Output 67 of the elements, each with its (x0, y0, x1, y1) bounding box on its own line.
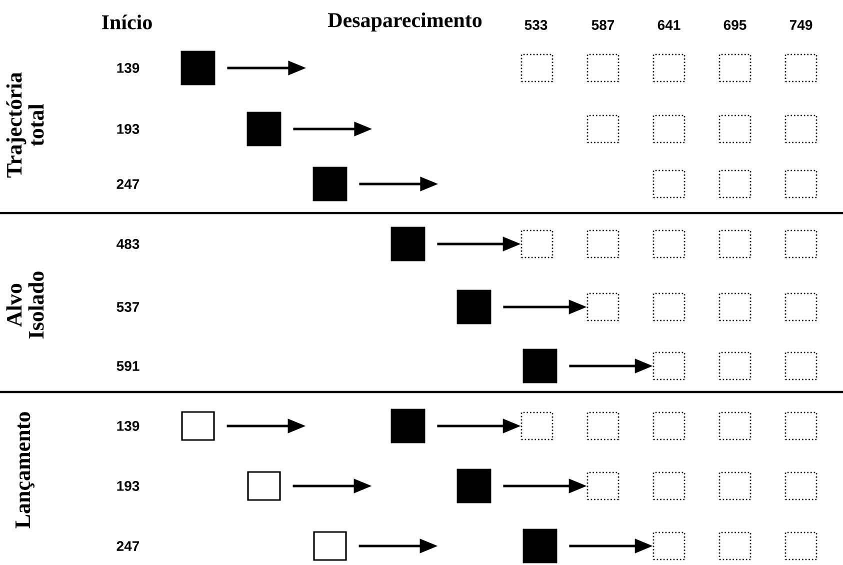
row-number: 139 (117, 63, 140, 73)
dotted-square (652, 532, 686, 560)
dotted-square (586, 54, 620, 82)
filled-square (312, 166, 348, 202)
dotted-square (586, 292, 620, 322)
dotted-square (520, 412, 554, 440)
dotted-square (784, 114, 818, 144)
dotted-square (652, 292, 686, 322)
dotted-square (586, 472, 620, 500)
dotted-square (652, 114, 686, 144)
column-number: 533 (524, 20, 548, 30)
dotted-square (718, 292, 752, 322)
dotted-square (784, 292, 818, 322)
dotted-square (784, 532, 818, 560)
row-number: 247 (116, 541, 140, 551)
dotted-square (652, 472, 686, 500)
filled-square (456, 468, 492, 504)
row-number: 193 (117, 124, 140, 134)
row-number: 247 (116, 179, 140, 189)
dotted-square (718, 412, 752, 440)
dotted-square (784, 54, 818, 82)
dotted-square (652, 54, 686, 82)
filled-square (522, 348, 558, 384)
empty-square (247, 471, 281, 501)
dotted-square (520, 230, 554, 258)
dotted-square (520, 54, 554, 82)
dotted-square (586, 230, 620, 258)
dotted-square (718, 230, 752, 258)
filled-square (246, 112, 282, 146)
filled-square (456, 290, 492, 324)
dotted-square (652, 230, 686, 258)
group-label: Trajectória total (6, 72, 44, 178)
dotted-square (784, 170, 818, 198)
dotted-square (652, 170, 686, 198)
dotted-square (586, 412, 620, 440)
dotted-square (652, 412, 686, 440)
filled-square (180, 50, 216, 86)
dotted-square (718, 114, 752, 144)
row-number: 537 (116, 302, 140, 312)
filled-square (522, 528, 558, 564)
dotted-square (784, 230, 818, 258)
group-label: Alvo Isolado (6, 272, 44, 338)
dotted-square (718, 352, 752, 380)
dotted-square (586, 114, 620, 144)
column-number: 641 (658, 20, 680, 30)
dotted-square (784, 472, 818, 500)
row-number: 483 (116, 239, 140, 249)
filled-square (390, 408, 426, 444)
heading: Desaparecimento (328, 12, 482, 32)
row-number: 591 (116, 361, 140, 371)
column-number: 587 (592, 20, 614, 30)
column-number: 749 (790, 20, 812, 30)
heading: Início (102, 14, 152, 30)
empty-square (313, 531, 347, 561)
row-number: 193 (117, 481, 140, 491)
dotted-square (718, 170, 752, 198)
empty-square (181, 411, 215, 441)
row-number: 139 (117, 421, 140, 431)
group-label: Lançamento (16, 412, 34, 528)
dotted-square (784, 412, 818, 440)
filled-square (390, 226, 426, 262)
dotted-square (784, 352, 818, 380)
dotted-square (652, 352, 686, 380)
dotted-square (718, 472, 752, 500)
dotted-square (718, 532, 752, 560)
column-number: 695 (724, 20, 746, 30)
dotted-square (718, 54, 752, 82)
